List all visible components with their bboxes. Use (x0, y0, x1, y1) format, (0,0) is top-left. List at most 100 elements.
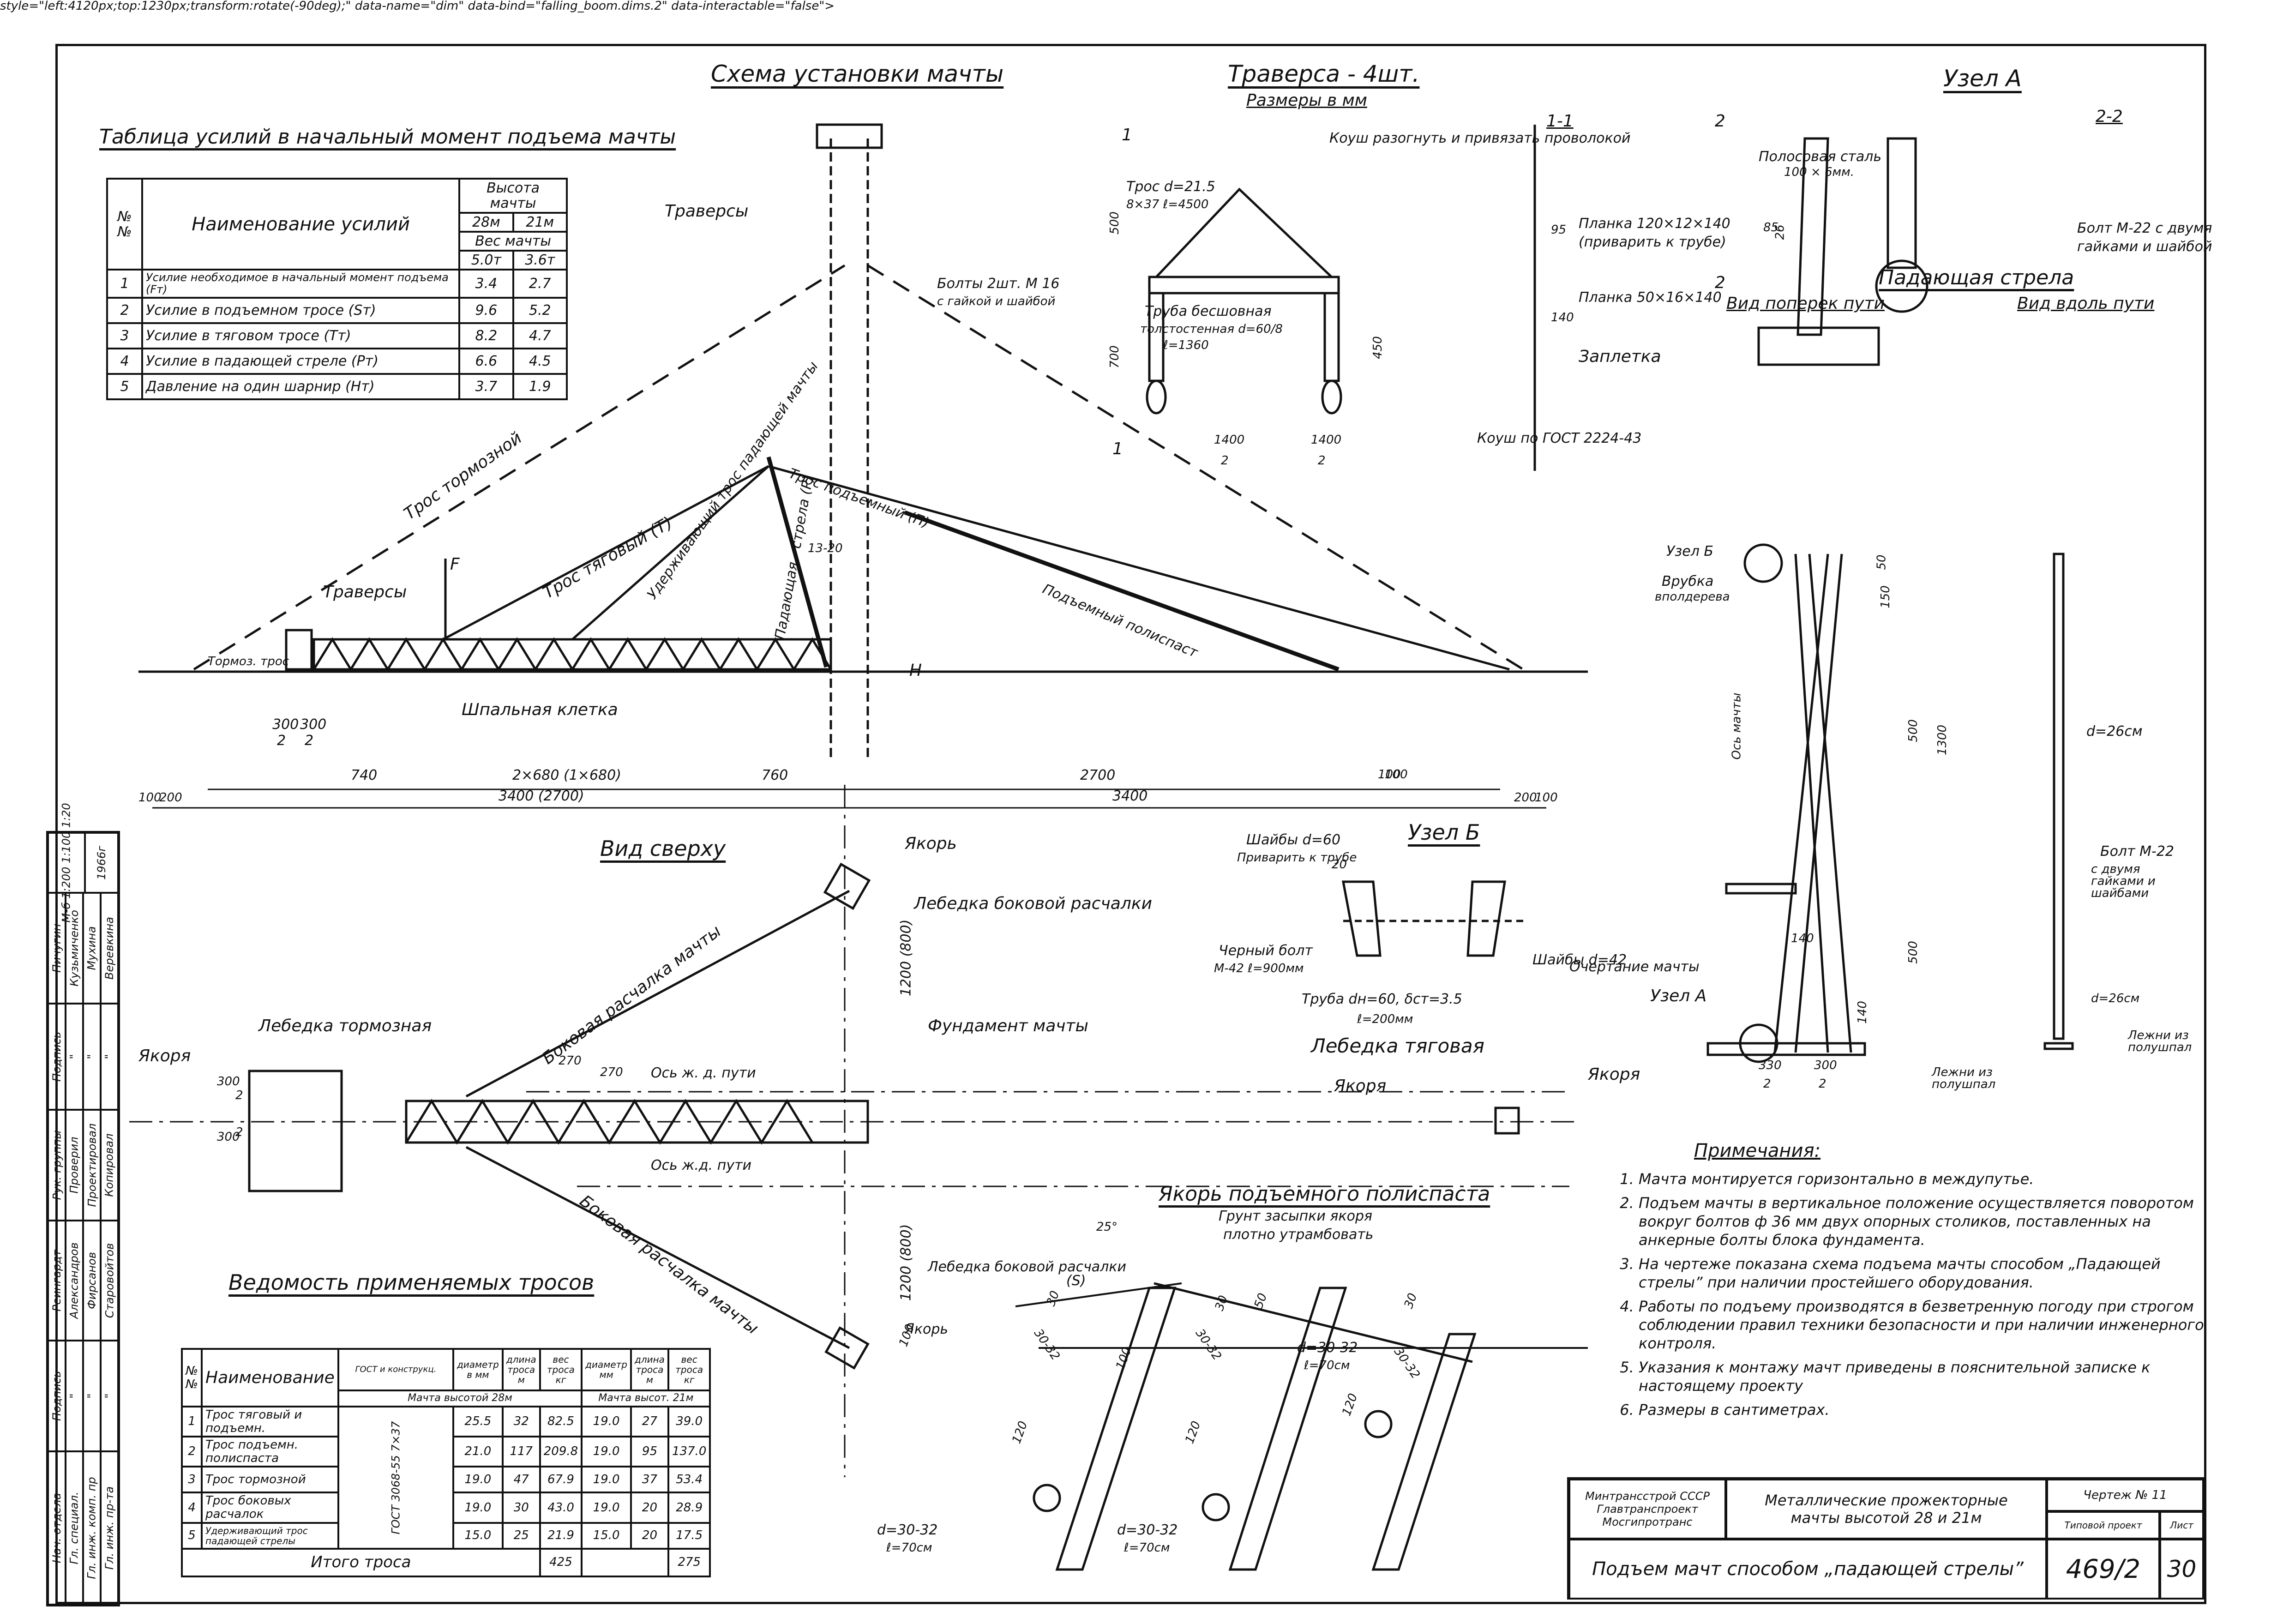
traverse-pipe-len: ℓ=1360 (1163, 338, 1209, 352)
row-value-28: 3.7 (458, 373, 514, 400)
cables-table: №№ Наименование ГОСТ и конструкц. диамет… (180, 1348, 711, 1577)
note-item: Указания к монтажу мачт приведены в пояс… (1639, 1358, 2211, 1395)
mast-top (816, 123, 883, 149)
label-brake-winch: Лебедка тормозная (258, 1017, 432, 1035)
section-mark: 2 (1715, 273, 1725, 292)
anchor-title: Якорь подъемного полиспаста (1159, 1182, 1490, 1206)
row-w21: 28.9 (667, 1492, 711, 1524)
forces-header-height: Высота мачты (458, 178, 568, 214)
row-w28: 82.5 (539, 1405, 583, 1438)
dim: 1300 (1935, 724, 1950, 756)
note-item: Мачта монтируется горизонтально в междуп… (1639, 1170, 2211, 1188)
dim: 2 (305, 733, 314, 749)
dim: 2 (277, 733, 286, 749)
dim: 3400 (1112, 788, 1148, 804)
dim: 140 (1551, 311, 1574, 325)
side-role: Гл. инж. комп. пр (85, 1477, 99, 1579)
row-name: Усилие в тяговом тросе (Tт) (141, 322, 461, 349)
label-brake-cable-short: Тормоз. трос (208, 655, 289, 668)
side-role: Нач. отдела (50, 1492, 64, 1564)
title-block-drawing-label: Чертеж № 11 (2047, 1479, 2204, 1511)
dim: 100 (1378, 768, 1401, 782)
title-block-org: Минтрансстрой СССР Главтранспроект Мосги… (1569, 1479, 1726, 1539)
cables-header-l28: длина троса м (501, 1348, 541, 1391)
table-total-row: Итого троса 425 275 (181, 1547, 711, 1577)
dim: 300 (272, 716, 299, 733)
falling-boom-sleepers: Лежни из полушпал (1932, 1065, 1996, 1091)
row-value-21: 1.9 (512, 373, 568, 400)
falling-boom-line (766, 456, 829, 668)
row-num: 2 (106, 296, 143, 324)
dim: 500 (1906, 941, 1920, 964)
traverse-thimble-bottom: Коуш по ГОСТ 2224-43 (1477, 430, 1642, 446)
dim: 50 (1874, 554, 1889, 570)
row-name: Усилие в падающей стреле (Pт) (141, 347, 461, 375)
row-name: Трос тяговый и подъемн. (201, 1405, 339, 1438)
side-role: Гл. специал. (68, 1492, 81, 1564)
side-role: Проектировал (85, 1123, 99, 1207)
side-role: Копировал (103, 1133, 116, 1197)
dim: 1200 (800) (898, 919, 914, 997)
dim: 1400 (1311, 433, 1342, 447)
traction-winch-shape (1494, 1107, 1520, 1135)
side-sign-label: Подпись (50, 1032, 64, 1082)
forces-header-h21: 21м (512, 212, 568, 233)
table-row: 4 Трос боковых расчалок 19.0 30 43.0 19.… (180, 1492, 711, 1524)
dim: 2 (1221, 454, 1229, 468)
dim: 100 (1535, 791, 1558, 805)
table-row: 3 Трос тормозной 19.0 47 67.9 19.0 37 53… (180, 1466, 711, 1494)
traverse-section: 1-1 (1546, 112, 1574, 131)
dim: 100 (138, 791, 162, 805)
row-num: 5 (106, 373, 143, 400)
row-w21: 137.0 (667, 1436, 711, 1468)
side-name: Фирсанов (85, 1252, 99, 1309)
side-ditto: " (67, 1393, 81, 1399)
anchor-log2: d=30-32 (1117, 1522, 1178, 1538)
side-guy-bottom-line (465, 1146, 850, 1349)
node-a-section-log (1875, 259, 1929, 313)
label-anchor-top: Якорь (905, 834, 957, 853)
title-block-sheet-no: 30 (2160, 1539, 2204, 1599)
anchor-note1: Грунт засыпки якоря (1219, 1208, 1373, 1224)
traverse-bolts-spec: с гайкой и шайбой (937, 295, 1056, 308)
row-num: 1 (106, 269, 143, 299)
note-item: Подъем мачты в вертикальное положение ос… (1639, 1194, 2211, 1249)
mast-top-view (405, 1100, 869, 1144)
traverse-plate1: Планка 120×12×140 (1579, 216, 1730, 232)
node-b-drawing (1341, 880, 1523, 957)
cables-header-gost: ГОСТ и конструкц. (337, 1348, 454, 1391)
row-value-28: 3.4 (458, 269, 514, 299)
falling-boom-node-a: Узел А (1650, 986, 1707, 1005)
boom-side-pole (2053, 553, 2065, 1040)
dim: 95 (1551, 223, 1567, 237)
side-role: Рук. группы (50, 1130, 63, 1200)
side-stamp: М-б 1:200 1:100 1:20 1966г Пичугин Кузьм… (46, 803, 120, 1606)
node-a-strip-spec: 100 × 6мм. (1784, 165, 1854, 179)
side-winch-bottom-shape (824, 1326, 870, 1370)
note-item: На чертеже показана схема подъема мачты … (1639, 1255, 2211, 1292)
total-label: Итого троса (181, 1547, 541, 1577)
org-institute: Мосгипротранс (1602, 1516, 1693, 1528)
row-name: Давление на один шарнир (Hт) (141, 373, 461, 400)
dim: 1400 (1214, 433, 1245, 447)
falling-boom-bolt: Болт М-22 (2100, 843, 2175, 860)
side-winch-top-shape (823, 862, 871, 910)
side-guy-top-line (465, 890, 850, 1098)
row-w21: 53.4 (667, 1466, 711, 1494)
total-28: 425 (539, 1547, 583, 1577)
row-w28: 43.0 (539, 1492, 583, 1524)
cables-header-mast28: Мачта высотой 28м (337, 1389, 583, 1407)
node-a-title: Узел А (1943, 65, 2022, 92)
dim: 3400 (2700) (499, 788, 584, 804)
mast-vertical (829, 138, 869, 762)
traverse-pipe: Труба бесшовная (1145, 303, 1272, 319)
anchor-note2: плотно утрамбовать (1223, 1227, 1374, 1243)
dim: 1200 (800) (898, 1224, 914, 1301)
row-l21: 20 (630, 1492, 669, 1524)
dim: 300 (300, 716, 327, 733)
note-item: Работы по подъему производятся в безветр… (1639, 1297, 2211, 1353)
anchor-log2-len: ℓ=70см (1124, 1541, 1170, 1555)
